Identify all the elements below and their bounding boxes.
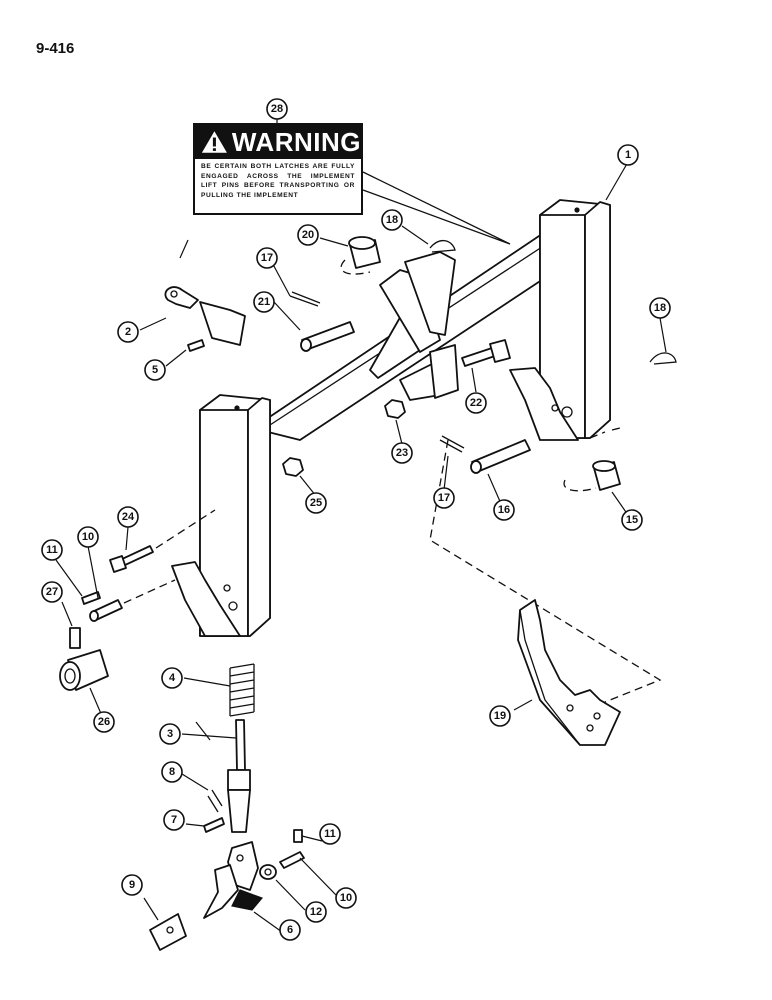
callout-16: 16 xyxy=(493,499,515,521)
svg-text:20: 20 xyxy=(302,229,314,241)
svg-text:27: 27 xyxy=(46,586,58,598)
part-latch-6 xyxy=(203,841,264,919)
svg-text:15: 15 xyxy=(626,514,638,526)
svg-text:12: 12 xyxy=(310,906,322,918)
callout-9: 9 xyxy=(121,874,143,896)
part-nut-25 xyxy=(282,457,304,477)
part-pin-8 xyxy=(207,789,223,813)
svg-text:5: 5 xyxy=(152,364,158,376)
callout-10-left: 10 xyxy=(77,526,99,548)
callout-7: 7 xyxy=(163,809,185,831)
callout-25: 25 xyxy=(305,492,327,514)
part-wedge-9 xyxy=(149,913,187,951)
page-number: 9-416 xyxy=(36,40,75,57)
warning-triangle-icon xyxy=(201,131,227,153)
part-rod-3 xyxy=(227,719,251,833)
part-pin-5 xyxy=(187,339,205,352)
callout-3: 3 xyxy=(159,723,181,745)
callout-18-top: 18 xyxy=(381,209,403,231)
part-pin-11-left xyxy=(81,591,101,605)
svg-text:16: 16 xyxy=(498,504,510,516)
guide-line-19 xyxy=(429,439,662,721)
part-bolt-24 xyxy=(109,509,216,573)
svg-text:8: 8 xyxy=(169,766,175,778)
quick-hitch-frame xyxy=(171,199,611,637)
svg-text:10: 10 xyxy=(340,892,352,904)
callout-1: 1 xyxy=(617,144,639,166)
part-bushing-20 xyxy=(340,236,381,275)
callout-10-right: 10 xyxy=(335,887,357,909)
callout-5: 5 xyxy=(144,359,166,381)
warning-header: WARNING xyxy=(195,125,361,159)
callout-23: 23 xyxy=(391,442,413,464)
svg-text:18: 18 xyxy=(654,302,666,314)
part-pin-27 xyxy=(69,627,81,649)
svg-text:4: 4 xyxy=(169,672,176,684)
callout-18-right: 18 xyxy=(649,297,671,319)
svg-text:26: 26 xyxy=(98,716,110,728)
callout-6: 6 xyxy=(279,919,301,941)
callout-8: 8 xyxy=(161,761,183,783)
svg-text:7: 7 xyxy=(171,814,177,826)
svg-text:10: 10 xyxy=(82,531,94,543)
callout-2: 2 xyxy=(117,321,139,343)
svg-text:28: 28 xyxy=(271,103,283,115)
callout-17-top: 17 xyxy=(256,247,278,269)
svg-text:9: 9 xyxy=(129,879,135,891)
part-hair-pin-18-right xyxy=(649,352,677,365)
svg-text:22: 22 xyxy=(470,397,482,409)
part-nut-23 xyxy=(384,399,406,419)
part-spring-4 xyxy=(229,663,255,717)
callout-17-bottom: 17 xyxy=(433,487,455,509)
svg-text:23: 23 xyxy=(396,447,408,459)
part-pin-10-left xyxy=(89,579,176,622)
callout-20: 20 xyxy=(297,224,319,246)
part-washer-12 xyxy=(259,864,277,880)
callout-11-right: 11 xyxy=(319,823,341,845)
callout-15: 15 xyxy=(621,509,643,531)
part-pin-10-right xyxy=(279,851,305,869)
svg-text:17: 17 xyxy=(438,492,450,504)
decal-leader xyxy=(362,171,511,245)
svg-text:6: 6 xyxy=(287,924,293,936)
svg-text:11: 11 xyxy=(46,544,58,556)
callout-12: 12 xyxy=(305,901,327,923)
svg-text:19: 19 xyxy=(494,710,506,722)
part-pin-7 xyxy=(203,817,225,833)
callout-27: 27 xyxy=(41,581,63,603)
callout-28: 28 xyxy=(266,98,288,120)
callout-4: 4 xyxy=(161,667,183,689)
svg-text:2: 2 xyxy=(125,326,131,338)
svg-text:11: 11 xyxy=(324,828,336,840)
svg-text:1: 1 xyxy=(625,149,631,161)
part-cotter-pin-17 xyxy=(289,291,321,307)
svg-text:17: 17 xyxy=(261,252,273,264)
part-hair-pin-18 xyxy=(429,240,456,253)
part-clevis-pin-21 xyxy=(300,321,355,352)
part-hook xyxy=(164,286,246,346)
warning-text: BE CERTAIN BOTH LATCHES ARE FULLY ENGAGE… xyxy=(201,163,355,199)
part-sleeve-26 xyxy=(59,649,109,691)
callout-26: 26 xyxy=(93,711,115,733)
svg-text:25: 25 xyxy=(310,497,322,509)
callout-11-left: 11 xyxy=(41,539,63,561)
svg-text:21: 21 xyxy=(258,296,270,308)
callout-22: 22 xyxy=(465,392,487,414)
warning-decal: WARNING BE CERTAIN BOTH LATCHES ARE FULL… xyxy=(193,123,363,215)
callout-24: 24 xyxy=(117,506,139,528)
callout-19: 19 xyxy=(489,705,511,727)
svg-text:24: 24 xyxy=(122,511,135,523)
part-clevis-pin-16 xyxy=(470,439,531,474)
part-bushing-15 xyxy=(563,427,621,492)
part-bolt-22 xyxy=(461,339,511,367)
svg-text:18: 18 xyxy=(386,214,398,226)
callout-21: 21 xyxy=(253,291,275,313)
part-pin-11-right xyxy=(293,829,303,843)
part-cotter-pin-17-lower xyxy=(439,435,465,453)
svg-text:3: 3 xyxy=(167,728,173,740)
part-latch-plate-19 xyxy=(517,599,621,746)
warning-word: WARNING xyxy=(231,126,361,157)
